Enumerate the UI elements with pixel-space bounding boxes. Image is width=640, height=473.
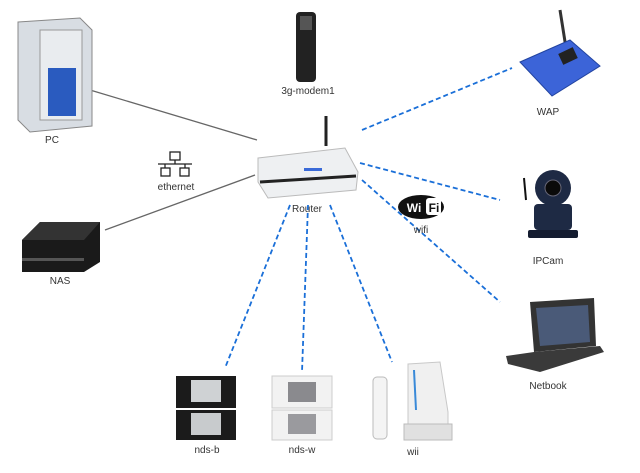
nds-b-node[interactable]: nds-b — [176, 376, 236, 456]
ethernet-icon — [158, 151, 192, 177]
wap-label: WAP — [537, 107, 560, 118]
link-router-wap — [361, 67, 513, 131]
link-router-wii — [329, 204, 393, 363]
netbook-node[interactable]: Netbook — [506, 298, 604, 392]
modem-label: 3g-modem1 — [281, 86, 335, 97]
modem-node[interactable]: 3g-modem1 — [281, 12, 335, 97]
router-label: Router — [292, 204, 323, 215]
link-nas-router — [104, 174, 256, 231]
links — [89, 67, 513, 373]
nds-w-label: nds-w — [289, 445, 316, 456]
link-pc-router — [89, 89, 258, 141]
link-router-netbook — [361, 179, 501, 303]
nas-node[interactable]: NAS — [22, 222, 100, 287]
netbook-label: Netbook — [529, 381, 567, 392]
ipcam-node[interactable]: IPCam — [523, 170, 578, 267]
pc-label: PC — [45, 135, 59, 146]
wifi-logo-icon: Wi Fi — [398, 195, 444, 219]
svg-text:Wi: Wi — [407, 201, 422, 215]
usb-modem-icon — [296, 12, 316, 82]
ethernet-label: ethernet — [158, 182, 195, 193]
ip-camera-icon — [523, 170, 578, 238]
nds-w-node[interactable]: nds-w — [271, 375, 333, 456]
link-router-ipcam — [359, 162, 501, 201]
access-point-icon — [519, 9, 601, 97]
link-router-nds-w — [301, 204, 309, 373]
wifi-label: wifi — [413, 225, 428, 236]
nas-label: NAS — [50, 276, 71, 287]
wap-node[interactable]: WAP — [519, 9, 601, 118]
pc-tower-icon — [17, 17, 93, 133]
svg-text:Fi: Fi — [429, 201, 440, 215]
ipcam-label: IPCam — [533, 256, 564, 267]
router-icon — [257, 116, 359, 199]
wii-node[interactable]: wii — [372, 361, 453, 458]
nintendo-ds-black-icon — [176, 376, 236, 440]
nds-b-label: nds-b — [194, 445, 219, 456]
pc-node[interactable]: PC — [17, 17, 93, 146]
wii-label: wii — [406, 447, 419, 458]
wifi-node: Wi Fi wifi — [398, 195, 444, 236]
wii-console-icon — [372, 361, 453, 441]
netbook-icon — [506, 298, 604, 372]
nas-device-icon — [22, 222, 100, 272]
nintendo-ds-white-icon — [271, 375, 333, 441]
link-router-nds-b — [224, 204, 291, 369]
ethernet-node: ethernet — [158, 151, 195, 193]
router-node[interactable]: Router — [257, 116, 359, 215]
